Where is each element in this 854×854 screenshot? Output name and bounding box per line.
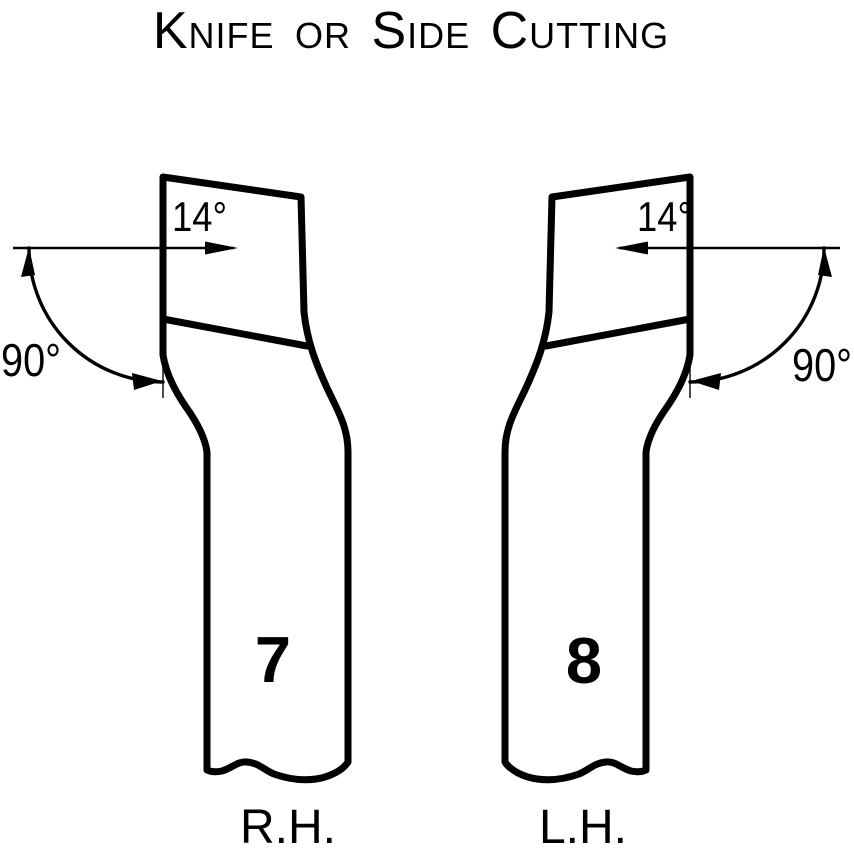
reference-arrowhead (205, 241, 238, 255)
right-tool-linework (505, 177, 840, 780)
rake-angle-label-left: 14° (172, 193, 227, 240)
hand-label-left: R.H. (240, 801, 336, 854)
tool-outline (159, 173, 352, 784)
arc-arrowhead-bottom (132, 373, 162, 390)
edge-angle-label-left: 90° (1, 334, 61, 386)
edge-angle-label-right: 90° (792, 339, 852, 391)
arc-arrowhead-top (21, 247, 35, 277)
tool-number-left: 7 (255, 623, 291, 696)
rake-angle-label-right: 14° (637, 193, 692, 240)
drawing-title: Knife or Side Cutting (152, 2, 670, 60)
left-tool-linework (13, 173, 352, 784)
tool-number-right: 8 (566, 624, 602, 697)
cutting-edge-line (159, 315, 311, 350)
hand-label-right: L.H. (539, 801, 627, 854)
